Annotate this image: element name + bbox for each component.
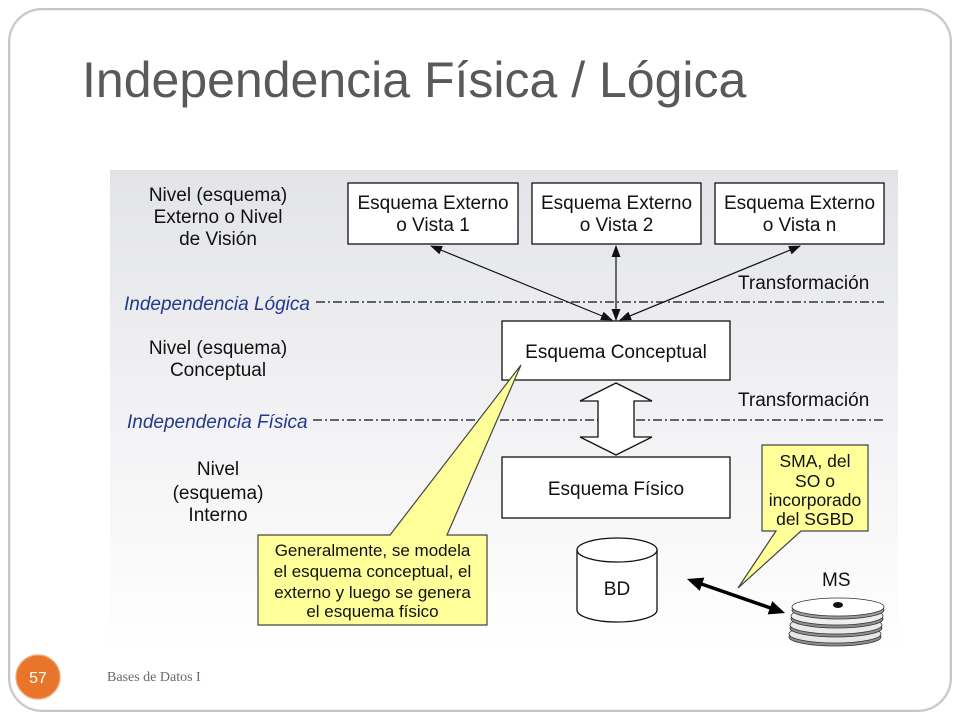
schema-box-label: o Vista n bbox=[763, 215, 837, 236]
callout-shape bbox=[257, 364, 522, 626]
transformation-label-conceptual-physical: Transformación bbox=[738, 390, 869, 411]
schema-box-label: Esquema Externo bbox=[724, 193, 875, 214]
schema-box bbox=[501, 456, 731, 519]
storage-transfer-arrow bbox=[686, 577, 786, 615]
schema-box-label: o Vista 1 bbox=[396, 215, 470, 236]
physical-independence-label: Independencia Física bbox=[127, 412, 308, 433]
external-schema-box-1: Esquema Externo o Vista 1 bbox=[347, 182, 519, 245]
level-label-line: Nivel bbox=[197, 459, 239, 480]
level-label-line: Interno bbox=[188, 505, 247, 526]
callout-line: Generalmente, se modela bbox=[275, 541, 471, 560]
callout-line: incorporado bbox=[769, 490, 861, 510]
storage-label: MS bbox=[822, 570, 851, 591]
external-schema-box-2: Esquema Externo o Vista 2 bbox=[531, 182, 702, 245]
level-label-external: Nivel (esquema) Externo o Nivel de Visió… bbox=[149, 185, 287, 250]
callout-line: el esquema conceptual, el bbox=[274, 562, 472, 581]
schema-box bbox=[347, 182, 519, 245]
transformation-label-external-conceptual: Transformación bbox=[738, 273, 869, 294]
mapping-arrow-view-n bbox=[619, 245, 801, 321]
page-number-badge: 57 bbox=[15, 654, 61, 700]
conceptual-schema-box: Esquema Conceptual bbox=[501, 320, 731, 381]
dbms-note-callout: SMA, del SO o incorporado del SGBD bbox=[737, 444, 869, 589]
callout-line: del SGBD bbox=[776, 509, 854, 529]
schema-box bbox=[714, 182, 885, 245]
database-label: BD bbox=[604, 579, 630, 600]
level-label-line: (esquema) bbox=[173, 483, 264, 504]
callout-line: SMA, del bbox=[780, 451, 851, 471]
modeling-note-callout: Generalmente, se modela el esquema conce… bbox=[257, 364, 522, 626]
schema-box bbox=[531, 182, 702, 245]
callout-line: SO o bbox=[795, 471, 835, 491]
level-label-line: Nivel (esquema) bbox=[149, 185, 287, 206]
database-cylinder-icon: BD bbox=[576, 537, 658, 623]
level-label-line: de Visión bbox=[179, 229, 257, 250]
slide-title: Independencia Física / Lógica bbox=[82, 52, 747, 108]
schema-box-label: Esquema Externo bbox=[541, 193, 692, 214]
external-schema-box-n: Esquema Externo o Vista n bbox=[714, 182, 885, 245]
cylinder-top bbox=[576, 537, 658, 563]
level-label-internal: Nivel (esquema) Interno bbox=[173, 459, 264, 526]
physical-schema-box: Esquema Físico bbox=[501, 456, 731, 519]
schema-box-label: Esquema Externo bbox=[357, 193, 508, 214]
disk-stack-icon bbox=[788, 597, 885, 647]
level-label-line: Nivel (esquema) bbox=[149, 338, 287, 359]
schema-box-label: Esquema Físico bbox=[548, 479, 684, 500]
callout-shape bbox=[737, 444, 869, 589]
page-number: 57 bbox=[29, 670, 47, 687]
page-number-circle bbox=[15, 654, 61, 700]
schema-box bbox=[501, 320, 731, 381]
footer-text: Bases de Datos I bbox=[107, 670, 201, 685]
block-double-arrow bbox=[579, 382, 653, 456]
callout-line: externo y luego se genera bbox=[274, 583, 471, 602]
level-label-line: Externo o Nivel bbox=[154, 207, 283, 228]
architecture-diagram: Nivel (esquema) Externo o Nivel de Visió… bbox=[110, 170, 898, 655]
level-label-conceptual: Nivel (esquema) Conceptual bbox=[149, 338, 287, 381]
schema-box-label: Esquema Conceptual bbox=[525, 342, 707, 363]
level-label-line: Conceptual bbox=[170, 360, 266, 381]
slide-frame bbox=[8, 8, 952, 712]
mapping-arrow-view-1 bbox=[430, 245, 613, 321]
callout-line: el esquema físico bbox=[306, 602, 438, 621]
cylinder-body bbox=[576, 549, 658, 623]
logical-independence-label: Independencia Lógica bbox=[124, 294, 310, 315]
schema-box-label: o Vista 2 bbox=[580, 215, 654, 236]
